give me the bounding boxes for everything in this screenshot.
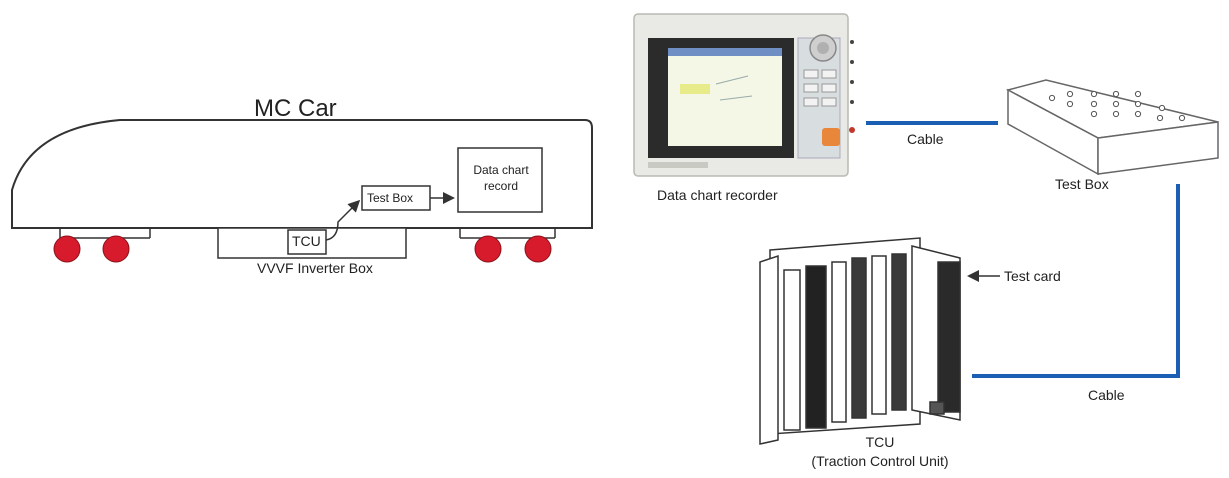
recorder-display (668, 48, 782, 146)
tcu-card (891, 253, 907, 411)
recorder-orange-button (822, 128, 840, 146)
tcu-card (871, 255, 887, 415)
test-box (361, 185, 431, 211)
recorder-key (803, 69, 819, 79)
test-box-hole (1134, 110, 1142, 118)
tcu-card (831, 261, 847, 423)
cable-testbox-to-tcu (972, 184, 1180, 378)
tcu-label: TCU (292, 233, 321, 249)
test-box-hole (1090, 110, 1098, 118)
tcu-rack-left (759, 254, 779, 445)
test-box-side (1097, 121, 1219, 175)
recorder-key (821, 83, 837, 93)
recorder-led (850, 40, 854, 44)
test-box-hole (1156, 114, 1164, 122)
recorder-brand-strip (648, 162, 708, 168)
recorder-led (850, 60, 854, 64)
test-box-hole (1090, 90, 1098, 98)
recorder-key (803, 97, 819, 107)
test-box-label: Test Box (367, 191, 414, 205)
recorder-display-titlebar (668, 48, 782, 56)
test-box-hole (1066, 90, 1074, 98)
data-chart-record-box (457, 147, 543, 213)
tcu-rack (759, 237, 961, 445)
test-box-hole (1158, 104, 1166, 112)
test-box-hole (1112, 110, 1120, 118)
recorder-label-line1: Data chart (473, 163, 529, 177)
tcu-caption-line2: (Traction Control Unit) (811, 453, 949, 469)
tcu-test-card (937, 261, 961, 413)
wheel (524, 235, 552, 263)
recorder-connector (849, 127, 855, 133)
recorder-label-line2: record (483, 179, 518, 193)
recorder-key (821, 69, 837, 79)
recorder-dial-center (817, 42, 829, 54)
test-box-hole (1090, 100, 1098, 108)
test-box-caption: Test Box (1055, 176, 1109, 192)
test-box-hole (1066, 100, 1074, 108)
tcu-caption-line1: TCU (865, 434, 895, 450)
recorder-key (821, 97, 837, 107)
recorder-key (803, 83, 819, 93)
car-title: MC Car (254, 95, 337, 122)
test-box-hole (1178, 114, 1186, 122)
test-box-hole (1112, 90, 1120, 98)
tcu-card (783, 269, 801, 431)
test-box-hole (1134, 90, 1142, 98)
test-box-hole (1048, 94, 1056, 102)
recorder-display-highlight (680, 84, 710, 94)
test-box-3d (1005, 79, 1219, 176)
arrow-tcu-to-testbox (325, 199, 361, 241)
tcu-handle (929, 401, 945, 415)
wheel (53, 235, 81, 263)
wheel (474, 235, 502, 263)
wheel (102, 235, 130, 263)
test-box-hole (1134, 100, 1142, 108)
recorder-caption: Data chart recorder (657, 187, 778, 203)
tcu-card (851, 257, 867, 419)
cable-label-bottom: Cable (1088, 387, 1125, 403)
recorder-led (850, 80, 854, 84)
data-chart-recorder-device (633, 13, 855, 177)
tcu-card (805, 265, 827, 429)
recorder-display-traces (715, 75, 753, 101)
test-card-label: Test card (1004, 268, 1061, 284)
tcu-box (287, 229, 327, 255)
test-box-hole (1112, 100, 1120, 108)
test-box-holes (1048, 90, 1186, 122)
inverter-label: VVVF Inverter Box (257, 260, 373, 276)
cable-label-top: Cable (907, 131, 944, 147)
mc-car (11, 119, 593, 263)
recorder-led (850, 100, 854, 104)
